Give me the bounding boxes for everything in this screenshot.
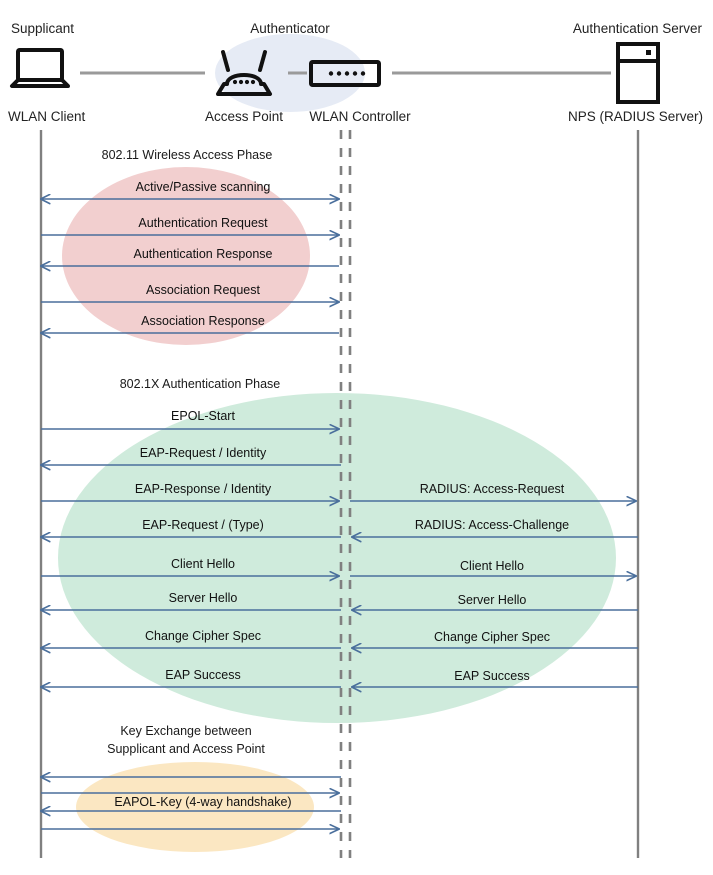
message-label-eap-success-right: EAP Success bbox=[454, 669, 530, 683]
message-label-eap-request-type: EAP-Request / (Type) bbox=[142, 518, 264, 532]
phase-label-dot1x-auth: 802.1X Authentication Phase bbox=[120, 377, 281, 391]
message-label-client-hello-left: Client Hello bbox=[171, 557, 235, 571]
message-label-eapol-key-4way-handshake: EAPOL-Key (4-way handshake) bbox=[114, 795, 291, 809]
server-icon bbox=[616, 42, 660, 104]
message-label-eap-success-left: EAP Success bbox=[165, 668, 241, 682]
phase-ellipse-dot1x-auth bbox=[58, 393, 616, 723]
actor-device-nps-radius: NPS (RADIUS Server) bbox=[568, 109, 703, 124]
actor-device-wlan-controller: WLAN Controller bbox=[309, 109, 411, 124]
message-label-client-hello-right: Client Hello bbox=[460, 559, 524, 573]
phase-ellipse-wireless-access bbox=[62, 167, 310, 345]
network-switch-icon bbox=[309, 60, 381, 87]
message-group-dot1x-right: RADIUS: Access-Request RADIUS: Access-Ch… bbox=[350, 482, 638, 687]
message-label-authentication-request: Authentication Request bbox=[138, 216, 268, 230]
wireless-router-icon bbox=[216, 50, 272, 96]
actor-role-supplicant: Supplicant bbox=[11, 21, 74, 36]
phase-label-wireless-access: 802.11 Wireless Access Phase bbox=[102, 148, 273, 162]
message-label-association-response: Association Response bbox=[141, 314, 265, 328]
message-label-epol-start: EPOL-Start bbox=[171, 409, 235, 423]
actor-device-wlan-client: WLAN Client bbox=[8, 109, 86, 124]
actor-device-access-point: Access Point bbox=[205, 109, 283, 124]
message-label-eap-response-identity: EAP-Response / Identity bbox=[135, 482, 272, 496]
message-label-change-cipher-spec-right: Change Cipher Spec bbox=[434, 630, 550, 644]
actor-role-auth-server: Authentication Server bbox=[573, 21, 703, 36]
message-label-association-request: Association Request bbox=[146, 283, 260, 297]
actor-role-authenticator: Authenticator bbox=[250, 21, 330, 36]
message-label-authentication-response: Authentication Response bbox=[134, 247, 273, 261]
message-label-server-hello-right: Server Hello bbox=[458, 593, 527, 607]
phase-label-key-exchange-line1: Key Exchange between bbox=[120, 724, 251, 738]
message-label-active-passive-scanning: Active/Passive scanning bbox=[136, 180, 271, 194]
message-group-wireless-access: Active/Passive scanning Authentication R… bbox=[41, 180, 339, 333]
message-label-server-hello-left: Server Hello bbox=[169, 591, 238, 605]
message-group-key-exchange: EAPOL-Key (4-way handshake) bbox=[41, 777, 341, 829]
message-group-dot1x-left: EPOL-Start EAP-Request / Identity EAP-Re… bbox=[41, 409, 341, 687]
laptop-icon bbox=[10, 48, 70, 88]
message-label-radius-access-request: RADIUS: Access-Request bbox=[420, 482, 565, 496]
message-label-eap-request-identity: EAP-Request / Identity bbox=[140, 446, 267, 460]
message-label-change-cipher-spec-left: Change Cipher Spec bbox=[145, 629, 261, 643]
phase-label-key-exchange-line2: Supplicant and Access Point bbox=[107, 742, 265, 756]
message-label-radius-access-challenge: RADIUS: Access-Challenge bbox=[415, 518, 569, 532]
